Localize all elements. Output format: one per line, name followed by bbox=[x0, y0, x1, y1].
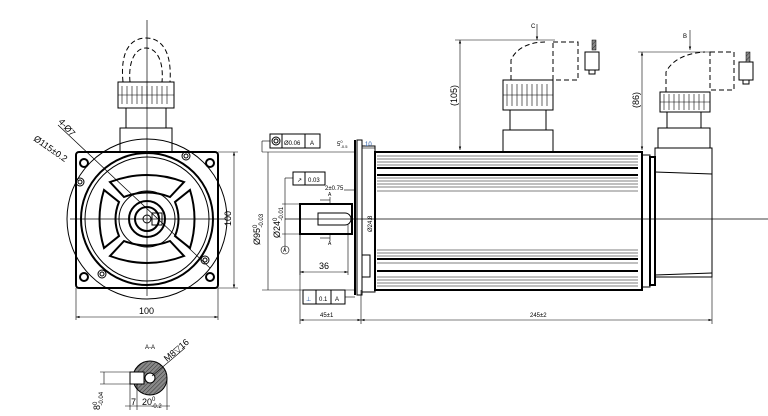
concentricity-frame: Ø0.06 A bbox=[261, 133, 321, 152]
power-connector bbox=[502, 39, 600, 153]
perpendicularity-icon: ⊥ bbox=[306, 296, 311, 303]
width-dim: 100 bbox=[139, 306, 154, 316]
bolt-circle-dim: Ø115±0.2 bbox=[32, 133, 70, 163]
pilot-diameter-dim: Ø950-0.03 bbox=[252, 213, 265, 245]
front-connector bbox=[117, 37, 175, 153]
mounting-holes bbox=[75, 151, 215, 282]
hub-diameter-dim: Ø24.8 bbox=[368, 215, 374, 232]
key-depth-dim: 200-0.2 bbox=[142, 397, 162, 410]
encoder-connector bbox=[657, 51, 754, 149]
height-dim: 100 bbox=[223, 211, 233, 226]
view-c-label: C bbox=[531, 24, 536, 30]
section-view: A-A 80-0.04 7 200-0.2 M8▽16 bbox=[92, 337, 191, 410]
key-length-dim: 36 bbox=[319, 261, 329, 271]
encoder-connector-height: (86) bbox=[631, 92, 641, 108]
concentricity-datum: A bbox=[310, 141, 314, 147]
runout-frame: ↗ 0.03 bbox=[284, 171, 326, 204]
runout-icon: ↗ bbox=[297, 178, 302, 184]
shaft-diameter-dim: Ø240-0.01 bbox=[272, 206, 285, 238]
section-marker-bottom: A bbox=[328, 241, 332, 247]
thread-callout: M8▽16 bbox=[162, 337, 191, 364]
side-view: C B (105) (86) Ø0.06 A 50-0.5 10 ↗ 0.03 bbox=[252, 24, 768, 324]
section-marker-top: A bbox=[328, 192, 332, 198]
key-width-dim: 80-0.04 bbox=[92, 391, 105, 410]
shaft-shoulder-dim: 2±0.75 bbox=[325, 186, 344, 192]
front-view: 4-Ø7 Ø115±0.2 100 100 bbox=[32, 20, 238, 320]
body-fins bbox=[377, 155, 638, 287]
runout-value: 0.03 bbox=[308, 178, 320, 184]
perpendicularity-datum: A bbox=[335, 297, 339, 303]
concentricity-value: Ø0.06 bbox=[284, 141, 301, 147]
view-b-label: B bbox=[683, 34, 687, 40]
datum-label: A bbox=[283, 248, 287, 254]
perpendicularity-frame: ⊥ 0.1 A bbox=[302, 289, 355, 305]
perpendicularity-value: 0.1 bbox=[319, 297, 328, 303]
flange-width-dim: 10 bbox=[365, 142, 372, 148]
hole-callout: 4-Ø7 bbox=[57, 117, 78, 139]
section-title: A-A bbox=[145, 345, 155, 351]
flange-thickness-dim: 50-0.5 bbox=[337, 139, 348, 149]
power-connector-height: (105) bbox=[449, 85, 459, 106]
key-offset-dim: 7 bbox=[131, 397, 136, 407]
shaft-length-dim: 45±1 bbox=[320, 313, 334, 319]
body-length-dim: 245±2 bbox=[530, 313, 547, 319]
